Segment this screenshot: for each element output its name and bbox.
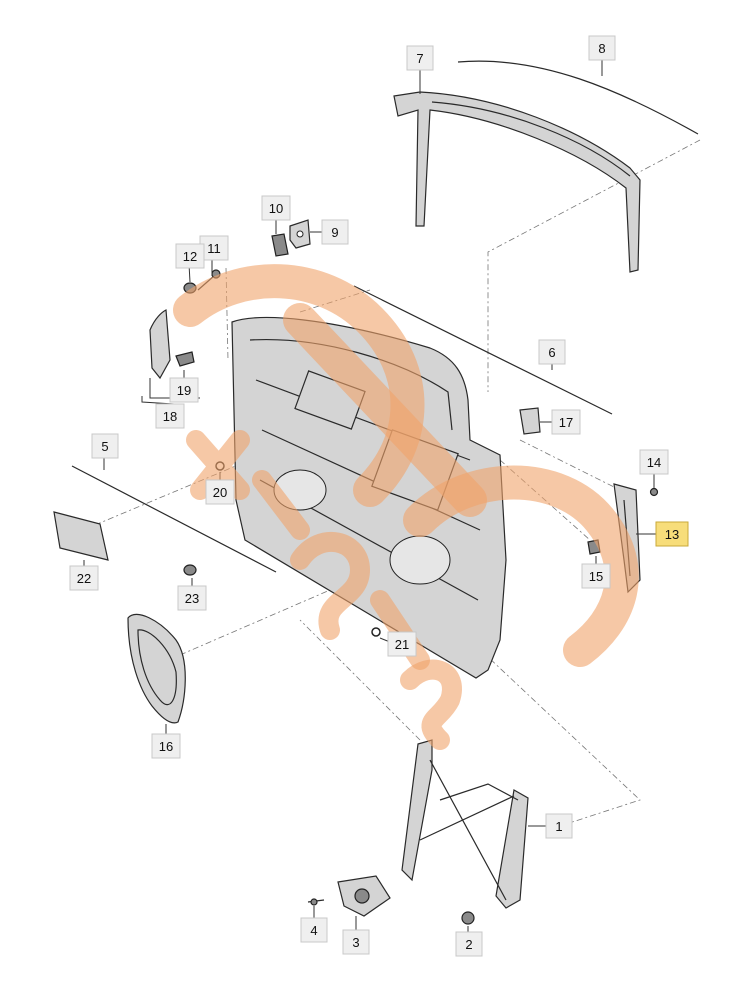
part-18-mirror-trim-cover [149, 309, 171, 380]
callout-label: 5 [101, 439, 108, 454]
callout-1: 1 [545, 813, 573, 839]
callout-label: 19 [177, 383, 191, 398]
callout-12: 12 [175, 243, 205, 269]
part-7-window-frame-seal [393, 91, 641, 273]
part-23-plug [183, 564, 197, 576]
callout-label: 16 [159, 739, 173, 754]
callout-label: 18 [163, 409, 177, 424]
part-10-bracket [271, 233, 289, 257]
part-21-grommet [371, 627, 381, 637]
callout-18: 18 [155, 403, 185, 429]
callout-3: 3 [342, 929, 370, 955]
callout-label: 15 [589, 569, 603, 584]
callout-7: 7 [406, 45, 434, 71]
callout-label: 23 [185, 591, 199, 606]
callout-4: 4 [300, 917, 328, 943]
callout-label: 13 [665, 527, 679, 542]
part-16-seal [127, 613, 186, 724]
callout-10: 10 [261, 195, 291, 221]
callout-label: 17 [559, 415, 573, 430]
callout-label: 12 [183, 249, 197, 264]
part-22-insulation-pad [53, 511, 109, 561]
callout-label: 11 [207, 241, 221, 256]
part-2-nut [461, 911, 475, 925]
callout-19: 19 [169, 377, 199, 403]
callout-label: 4 [310, 923, 317, 938]
callout-22: 22 [69, 565, 99, 591]
callout-label: 2 [465, 937, 472, 952]
part-1-window-regulator [401, 739, 529, 909]
callout-label: 3 [352, 935, 359, 950]
part-5-outer-belt-strip [71, 465, 277, 573]
callout-9: 9 [321, 219, 349, 245]
callout-label: 9 [331, 225, 338, 240]
part-9-hinge-bracket [289, 219, 311, 249]
part-14-screw [649, 487, 659, 497]
callout-label: 8 [598, 41, 605, 56]
callout-13: 13 [655, 521, 689, 547]
callout-label: 20 [213, 485, 227, 500]
callout-label: 6 [548, 345, 555, 360]
watermark-logo [173, 264, 639, 750]
callout-6: 6 [538, 339, 566, 365]
callout-label: 21 [395, 637, 409, 652]
callout-16: 16 [151, 733, 181, 759]
callout-label: 22 [77, 571, 91, 586]
callout-label: 14 [647, 455, 661, 470]
callout-2: 2 [455, 931, 483, 957]
callout-label: 7 [416, 51, 423, 66]
callout-17: 17 [551, 409, 581, 435]
part-6-inner-belt-strip [353, 285, 613, 415]
callout-label: 10 [269, 201, 283, 216]
callout-14: 14 [639, 449, 669, 475]
part-19-clip [175, 351, 195, 367]
callout-8: 8 [588, 35, 616, 61]
callout-23: 23 [177, 585, 207, 611]
callout-15: 15 [581, 563, 611, 589]
callout-21: 21 [387, 631, 417, 657]
part-3-window-motor [337, 875, 391, 917]
callout-5: 5 [91, 433, 119, 459]
callout-label: 1 [555, 819, 562, 834]
callout-11: 11 [199, 235, 229, 261]
callout-20: 20 [205, 479, 235, 505]
part-17-bracket [519, 407, 541, 435]
part-4-bolt [307, 898, 325, 906]
part-8-roof-trim-strip [457, 60, 699, 135]
